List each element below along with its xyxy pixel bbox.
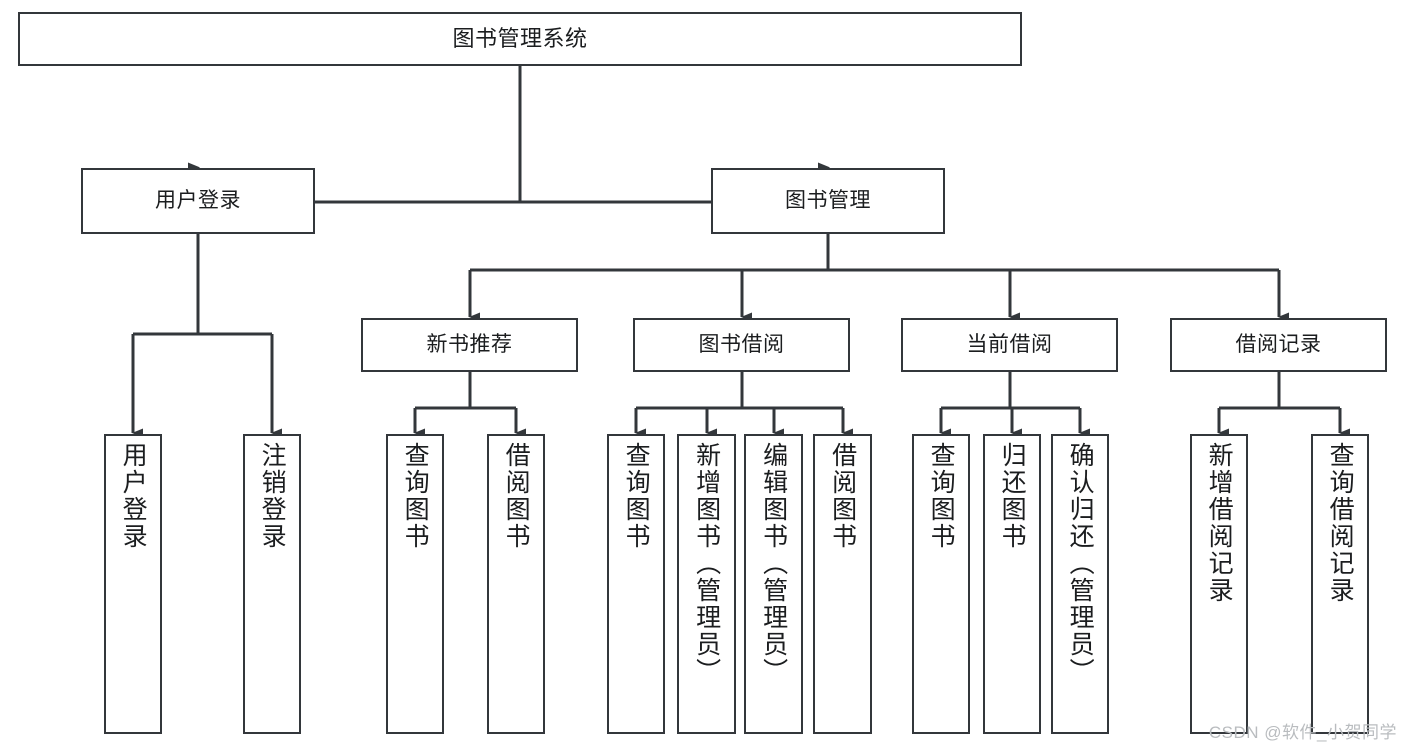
node-label: 查询图书 [401, 442, 430, 550]
node-user-login[interactable]: 用户登录 [81, 168, 315, 234]
node-label: 确认归还（管理员） [1066, 442, 1095, 685]
node-root[interactable]: 图书管理系统 [18, 12, 1022, 66]
node-leaf-confirm-return[interactable]: 确认归还（管理员） [1051, 434, 1109, 734]
node-label: 用户登录 [119, 442, 148, 550]
node-label: 编辑图书（管理员） [759, 442, 788, 685]
node-current-borrow[interactable]: 当前借阅 [901, 318, 1118, 372]
node-label: 借阅记录 [1235, 332, 1322, 356]
node-leaf-borrow-book-1[interactable]: 借阅图书 [487, 434, 545, 734]
node-leaf-borrow-book-2[interactable]: 借阅图书 [813, 434, 872, 734]
node-leaf-query-record[interactable]: 查询借阅记录 [1311, 434, 1369, 734]
node-leaf-user-login[interactable]: 用户登录 [104, 434, 162, 734]
node-book-borrow[interactable]: 图书借阅 [633, 318, 850, 372]
node-leaf-user-logout[interactable]: 注销登录 [243, 434, 301, 734]
node-borrow-record[interactable]: 借阅记录 [1170, 318, 1387, 372]
node-label: 新增图书（管理员） [692, 442, 721, 685]
node-leaf-query-book-1[interactable]: 查询图书 [386, 434, 444, 734]
node-label: 图书借阅 [698, 332, 785, 356]
node-leaf-query-book-2[interactable]: 查询图书 [607, 434, 665, 734]
node-label: 查询图书 [927, 442, 956, 550]
node-label: 新书推荐 [426, 332, 513, 356]
node-leaf-edit-book[interactable]: 编辑图书（管理员） [744, 434, 803, 734]
node-label: 当前借阅 [966, 332, 1053, 356]
node-label: 新增借阅记录 [1205, 442, 1234, 604]
node-leaf-query-book-3[interactable]: 查询图书 [912, 434, 970, 734]
node-label: 图书管理 [785, 188, 871, 212]
node-book-manage[interactable]: 图书管理 [711, 168, 945, 234]
node-label: 用户登录 [155, 188, 241, 212]
watermark: CSDN @软件_小贺同学 [1208, 723, 1397, 742]
node-label: 查询借阅记录 [1326, 442, 1355, 604]
node-label: 归还图书 [998, 442, 1027, 550]
node-label: 借阅图书 [828, 442, 857, 550]
node-label: 图书管理系统 [452, 26, 588, 52]
node-leaf-add-record[interactable]: 新增借阅记录 [1190, 434, 1248, 734]
node-label: 查询图书 [622, 442, 651, 550]
node-leaf-add-book[interactable]: 新增图书（管理员） [677, 434, 736, 734]
node-label: 借阅图书 [502, 442, 531, 550]
node-label: 注销登录 [258, 442, 287, 550]
node-new-book-rec[interactable]: 新书推荐 [361, 318, 578, 372]
node-leaf-return-book[interactable]: 归还图书 [983, 434, 1041, 734]
